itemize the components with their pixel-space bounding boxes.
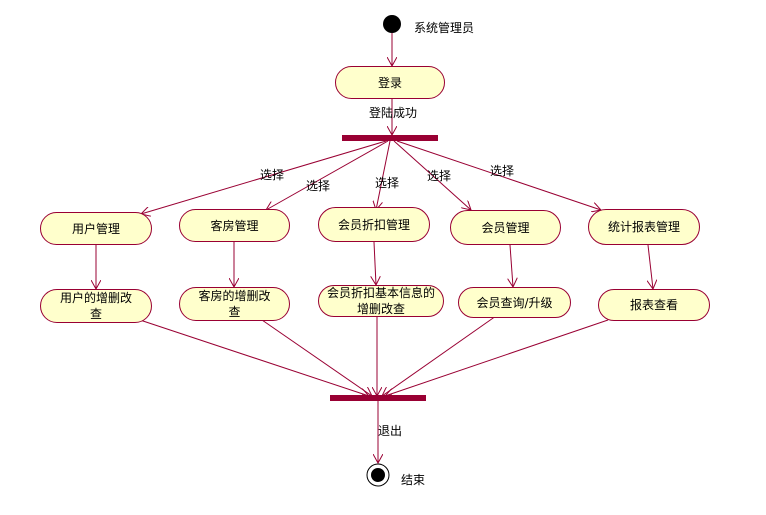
select-label-3: 选择	[375, 176, 400, 190]
room-crud-label: 客房的增删改查	[198, 289, 271, 319]
select-label-1: 选择	[260, 168, 285, 182]
login-success-label: 登陆成功	[369, 106, 418, 120]
flow-module-action-4	[510, 244, 513, 287]
flow-fork-module-3	[376, 140, 391, 210]
user-management-label: 用户管理	[71, 221, 120, 236]
report-view-activity[interactable]: 报表查看	[598, 289, 710, 321]
exit-label: 退出	[378, 424, 403, 438]
start-label: 系统管理员	[414, 21, 475, 35]
select-label-5: 选择	[490, 164, 515, 178]
user-crud-activity[interactable]: 用户的增删改查	[40, 289, 152, 323]
flow-fork-module-2	[266, 140, 389, 210]
member-discount-management-label: 会员折扣管理	[337, 217, 410, 232]
flow-module-action-3	[374, 241, 376, 285]
flow-action-join-5	[385, 319, 609, 396]
member-management-activity[interactable]: 会员管理	[450, 210, 561, 245]
flow-fork-module-4	[393, 140, 471, 210]
flow-fork-module-5	[396, 140, 601, 210]
fork-bar	[342, 135, 438, 141]
select-label-4: 选择	[427, 169, 452, 183]
room-crud-activity[interactable]: 客房的增删改查	[179, 287, 290, 321]
member-query-upgrade-activity[interactable]: 会员查询/升级	[458, 287, 571, 318]
report-view-label: 报表查看	[629, 298, 678, 312]
login-action-label: 登录	[377, 75, 402, 90]
room-management-label: 客房管理	[210, 218, 259, 233]
report-management-label: 统计报表管理	[607, 220, 680, 234]
member-discount-crud-label: 会员折扣基本信息的增删改查	[326, 286, 435, 316]
end-label: 结束	[401, 473, 426, 487]
member-discount-crud-activity[interactable]: 会员折扣基本信息的增删改查	[318, 285, 444, 317]
initial-node	[383, 15, 401, 33]
select-label-2: 选择	[306, 179, 331, 193]
room-management-activity[interactable]: 客房管理	[179, 209, 290, 242]
flow-action-join-1	[139, 319, 369, 396]
user-management-activity[interactable]: 用户管理	[40, 212, 152, 245]
flow-fork-module-1	[141, 140, 387, 214]
member-management-label: 会员管理	[481, 220, 530, 235]
member-discount-management-activity[interactable]: 会员折扣管理	[318, 207, 430, 242]
member-query-upgrade-label: 会员查询/升级	[476, 295, 553, 310]
flow-module-action-5	[648, 244, 653, 289]
login-action[interactable]: 登录	[335, 66, 445, 99]
report-management-activity[interactable]: 统计报表管理	[588, 209, 700, 245]
user-crud-label: 用户的增删改查	[59, 291, 132, 321]
final-node-core	[371, 468, 385, 482]
flow-action-join-2	[261, 319, 372, 396]
join-bar	[330, 395, 426, 401]
flow-action-join-4	[382, 315, 497, 396]
